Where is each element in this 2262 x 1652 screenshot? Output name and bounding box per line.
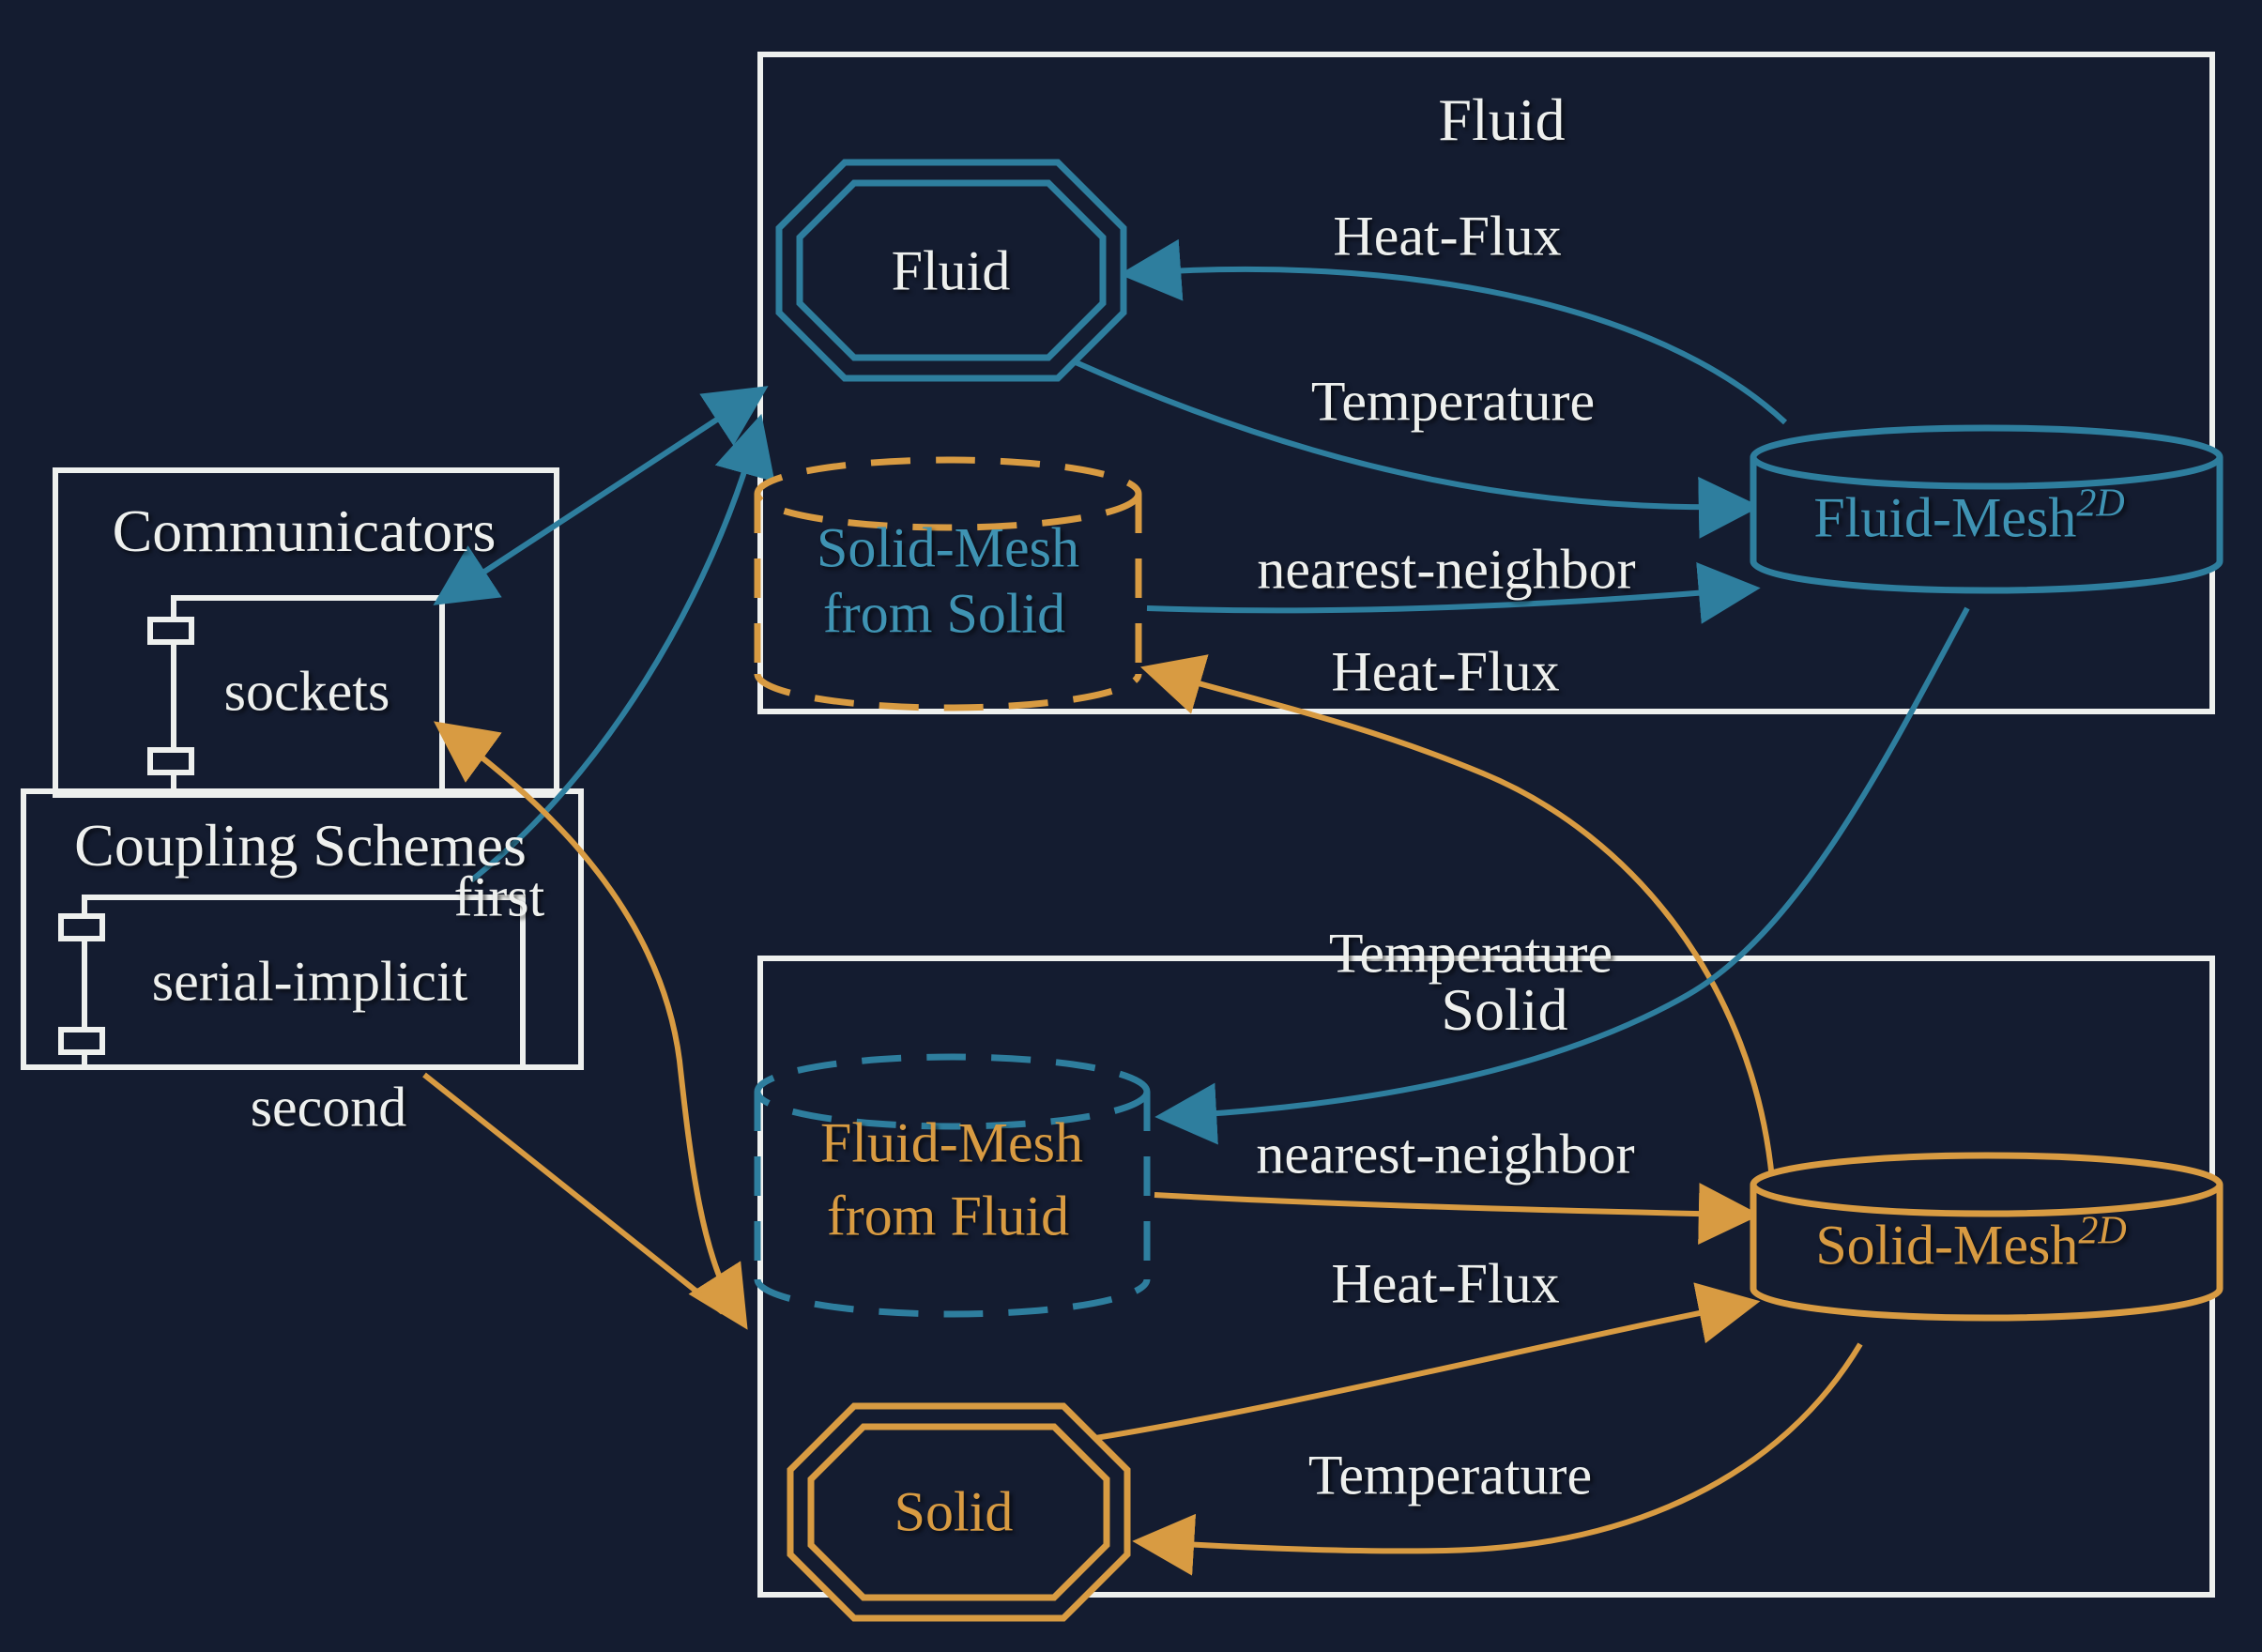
serial-implicit-port-bottom-icon [58,1027,105,1055]
second-label: second [250,1076,407,1139]
ghost-fluid-mesh-label-line1: Fluid-Mesh [819,1111,1084,1174]
heat-flux-label-mapped: Heat-Flux [1331,640,1560,703]
arrow-sockets-to-solid-participant [433,721,748,1330]
heat-flux-label-bottom: Heat-Flux [1331,1252,1560,1315]
ghost-fluid-mesh-label-line2: from Fluid [826,1185,1070,1247]
sockets-component-box [171,595,445,798]
ghost-fluid-mesh-cylinder [754,1053,1151,1318]
nearest-neighbor-label-bottom: nearest-neighbor [1256,1123,1635,1185]
arrow-nearest-neighbor-to-fluid-mesh [1146,561,1761,624]
fluid-participant-box [757,52,2215,714]
solid-mesh-label-sup: 2D [2078,1209,2127,1253]
solid-mesh-label: Solid-Mesh2D [1815,1210,2126,1278]
fluid-solver-octagon-inner [796,179,1107,361]
solid-mesh-label-text: Solid-Mesh [1815,1214,2079,1277]
solid-solver-octagon [787,1402,1131,1622]
ghost-solid-mesh-label-line2: from Solid [822,582,1066,645]
fluid-mesh-label: Fluid-Mesh2D [1813,482,2124,551]
sockets-label: sockets [223,660,390,723]
solid-mesh-cylinder-body [1750,1185,2224,1322]
fluid-mesh-cylinder-top [1750,424,2224,490]
fluid-solver-octagon [775,159,1127,382]
ghost-solid-mesh-label-line1: Solid-Mesh [816,516,1080,579]
solid-solver-label: Solid [894,1480,1014,1543]
communicators-title: Communicators [112,497,497,564]
serial-implicit-label: serial-implicit [151,950,468,1013]
first-label: first [453,865,545,928]
arrow-temperature-to-solid-solver [1132,1342,1863,1576]
heat-flux-label-top: Heat-Flux [1333,205,1562,268]
fluid-box-title: Fluid [1438,86,1566,153]
temperature-label-top: Temperature [1310,370,1596,433]
fluid-mesh-cylinder-body [1750,457,2224,594]
arrow-temperature-fluid-mesh-to-ghost [1154,606,1970,1145]
sockets-port-top-icon [147,617,194,645]
arrow-heat-flux-to-solid-mesh [1083,1282,1761,1443]
sockets-port-bottom-icon [147,747,194,775]
arrow-nearest-neighbor-to-solid-mesh [1154,1183,1761,1246]
temperature-label-border: Temperature [1328,922,1613,985]
nearest-neighbor-label-top: nearest-neighbor [1257,538,1636,601]
arrow-second-to-solid-participant [422,1072,725,1315]
arrow-sockets-to-fluid-participant [433,386,769,605]
ghost-solid-mesh-cylinder [754,456,1142,711]
solid-mesh-cylinder-top [1750,1152,2224,1217]
temperature-label-bottom: Temperature [1307,1444,1593,1507]
solid-solver-octagon-inner [807,1423,1110,1601]
arrow-heat-flux-to-fluid-solver [1119,238,1788,425]
fluid-mesh-label-text: Fluid-Mesh [1813,486,2077,549]
arrow-heat-flux-solid-mesh-to-ghost [1139,654,1775,1180]
arrow-temperature-to-fluid-mesh [1074,359,1761,539]
fluid-mesh-label-sup: 2D [2076,482,2125,526]
serial-implicit-port-top-icon [58,913,105,941]
fluid-solver-label: Fluid [891,239,1011,302]
solid-box-title: Solid [1441,976,1568,1043]
